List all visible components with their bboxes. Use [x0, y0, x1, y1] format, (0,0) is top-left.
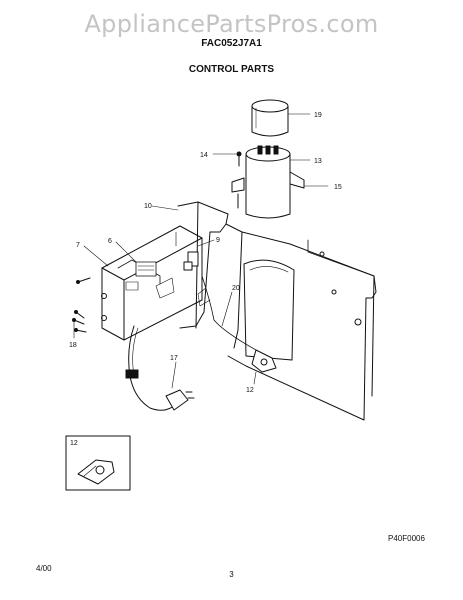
watermark-text: AppliancePartsPros.com: [84, 10, 379, 38]
section-title: CONTROL PARTS: [188, 64, 275, 75]
callout-12-inset: 12: [70, 440, 78, 447]
inset-detail-box: [65, 435, 131, 491]
model-number: FAC052J7A1: [201, 38, 262, 49]
callout-12: 12: [246, 387, 254, 394]
callout-14: 14: [200, 152, 208, 159]
callout-6: 6: [108, 238, 112, 245]
capacitor-part: [245, 145, 291, 219]
capacitor-cover-part: [251, 99, 289, 137]
wire-harness-part-20: [197, 275, 257, 351]
control-box-part: [101, 225, 203, 341]
revision-date: 4/00: [36, 564, 52, 573]
screw-part-14: [212, 151, 242, 167]
capacitor-strap-part: [231, 171, 329, 209]
power-cord-part-17: [125, 325, 195, 411]
callout-20: 20: [232, 285, 240, 292]
callout-18: 18: [69, 342, 77, 349]
control-housing-part: [177, 201, 377, 421]
callout-15: 15: [334, 184, 342, 191]
callout-7: 7: [76, 242, 80, 249]
diagram-code: P40F0006: [388, 534, 425, 543]
page-number: 3: [229, 570, 234, 579]
callout-13: 13: [314, 158, 322, 165]
callout-19: 19: [314, 112, 322, 119]
switch-part-9: [183, 239, 215, 271]
callout-10: 10: [144, 203, 152, 210]
thermistor-part-12: [251, 349, 277, 385]
callout-9: 9: [216, 237, 220, 244]
screws-part-18: [72, 277, 91, 333]
callout-17: 17: [170, 355, 178, 362]
